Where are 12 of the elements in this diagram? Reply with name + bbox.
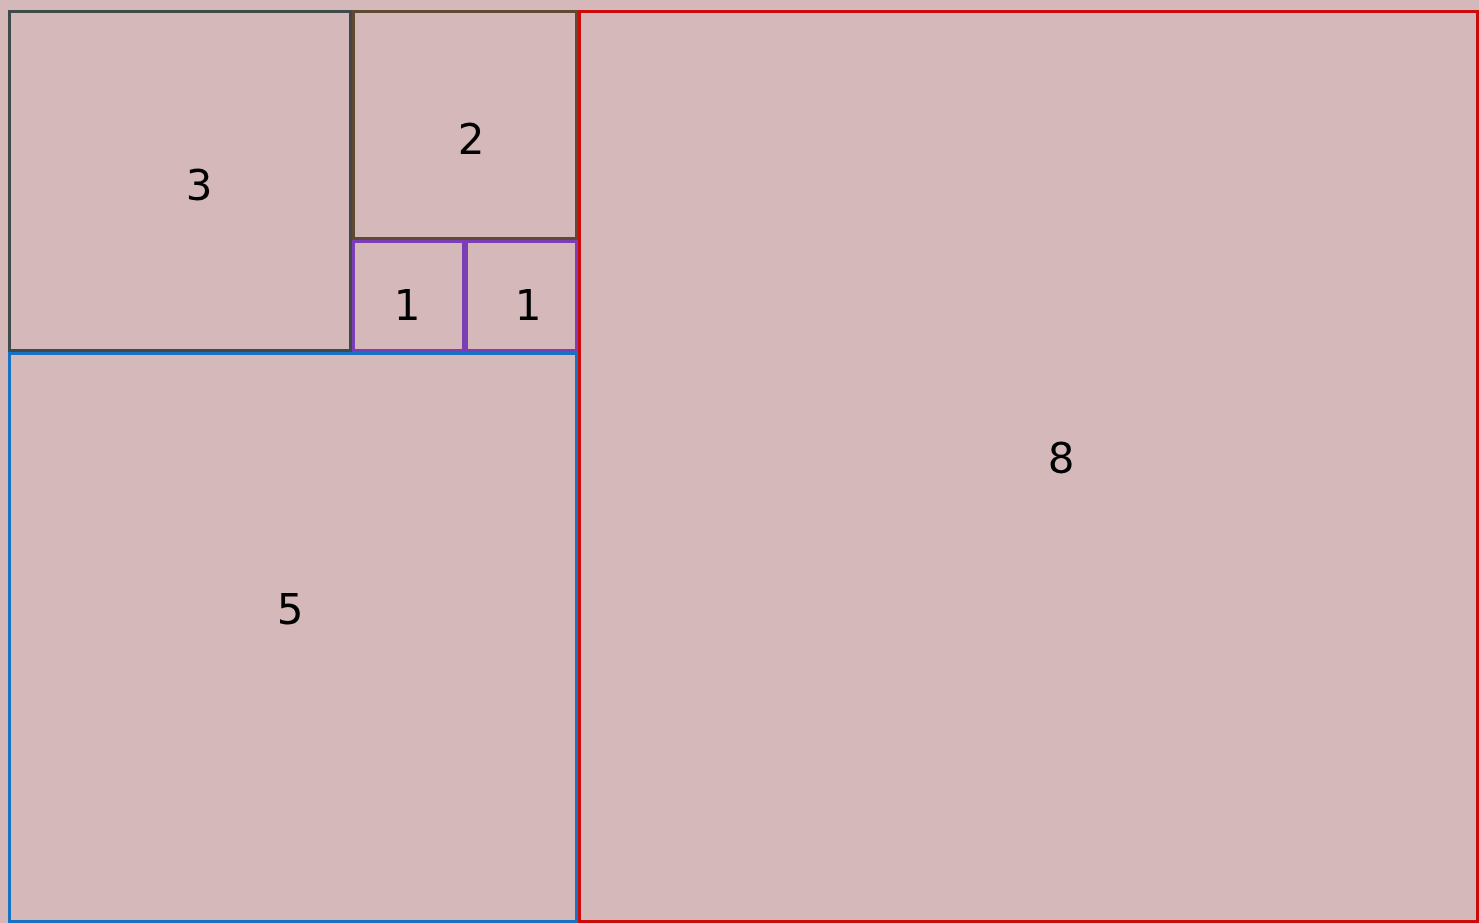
square-number: 5: [276, 584, 304, 634]
square: [465, 240, 578, 352]
square: [352, 240, 465, 352]
square: [8, 352, 578, 923]
square-number: 2: [457, 114, 485, 164]
square-number: 1: [514, 280, 542, 330]
square-number: 3: [185, 160, 213, 210]
square: [8, 10, 352, 352]
square: [352, 10, 578, 240]
square-number: 8: [1047, 433, 1075, 483]
square-number: 1: [393, 280, 421, 330]
square: [578, 10, 1479, 923]
